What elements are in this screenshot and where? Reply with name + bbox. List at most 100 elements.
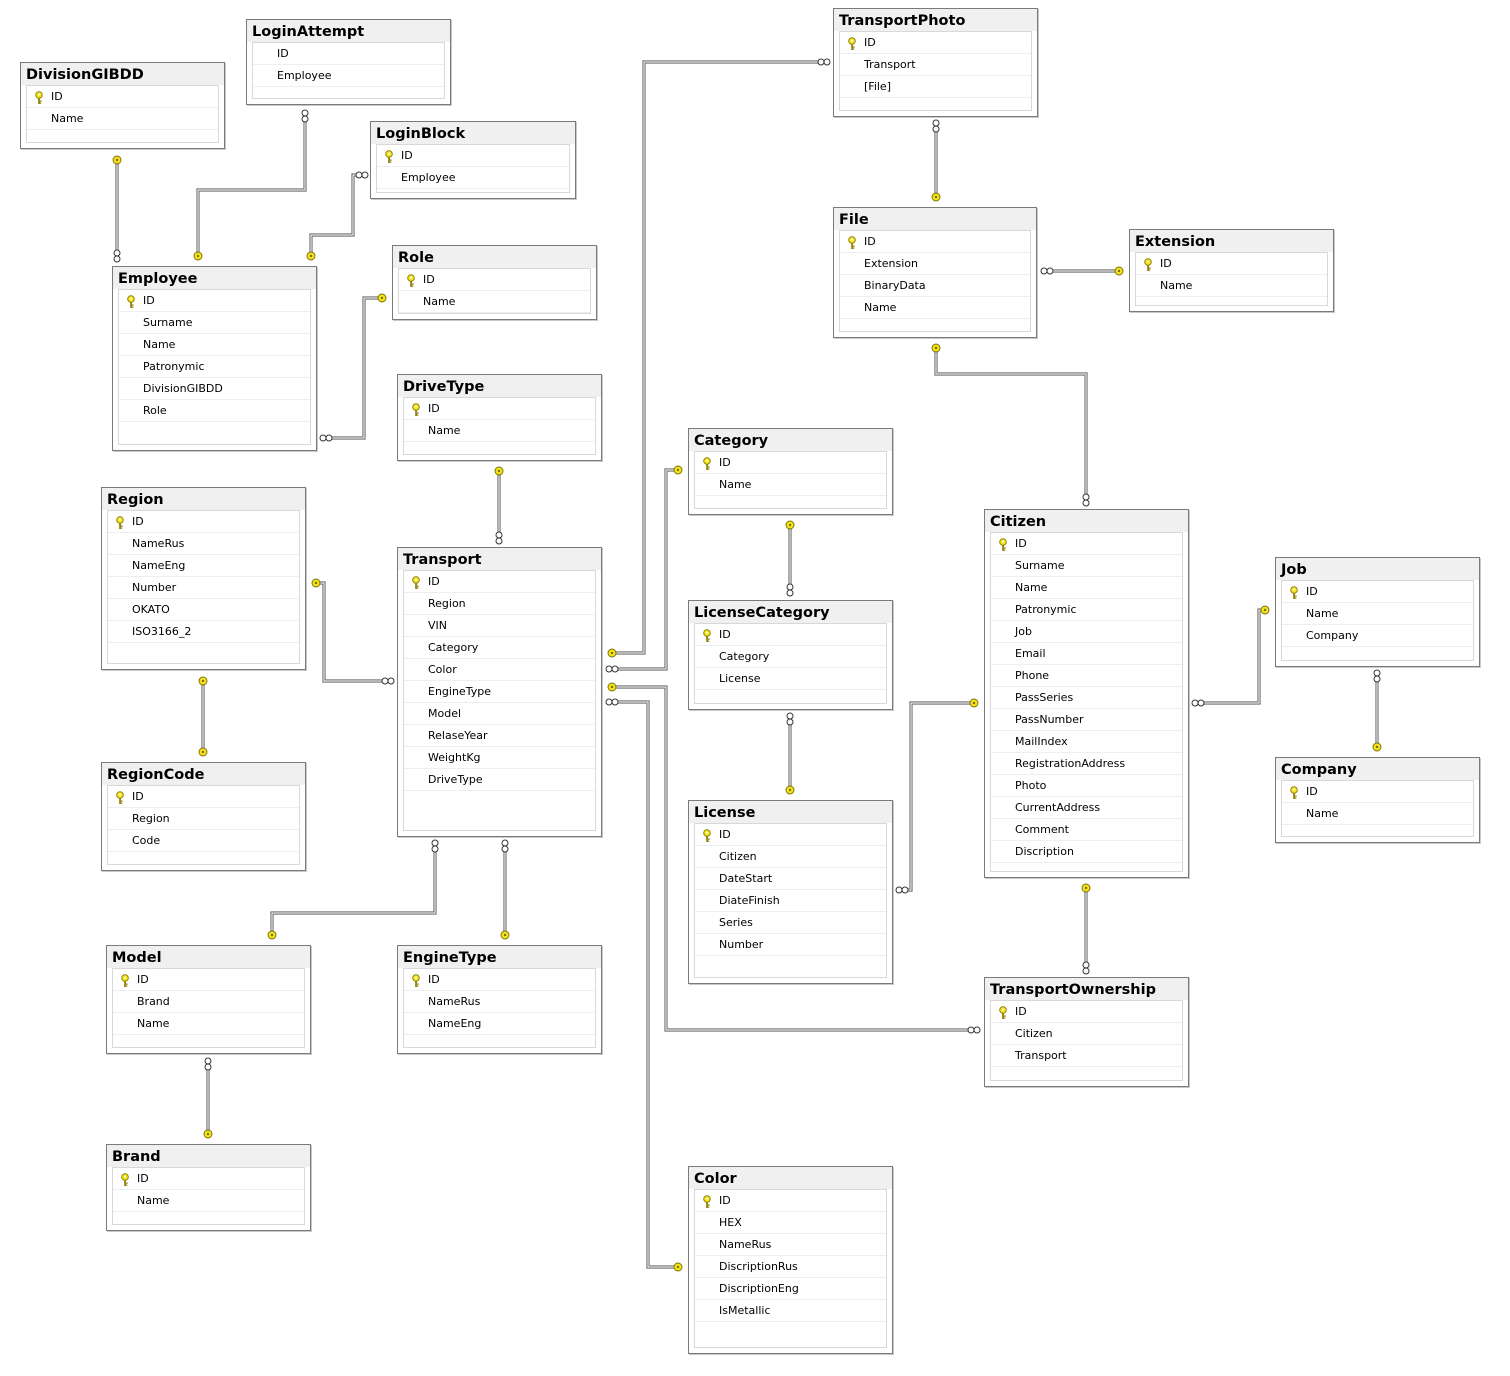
rel-citizen-transportownership[interactable] [1081,883,1091,975]
role-column-row[interactable]: Name [399,291,590,313]
rel-divisiongibdd-employee[interactable] [112,155,122,263]
rel-region-regioncode[interactable] [198,676,208,757]
model-column-row[interactable]: Name [113,1013,304,1035]
citizen-column-row[interactable]: PassNumber [991,709,1182,731]
licensecategory-column-row[interactable]: Category [695,646,886,668]
citizen-column-row[interactable]: Name [991,577,1182,599]
rel-region-transport[interactable] [311,578,395,685]
rel-job-citizen[interactable] [1191,605,1270,707]
employee-column-row[interactable]: Role [119,400,310,422]
transport-column-row[interactable]: Category [404,637,595,659]
license-column-row[interactable]: DateStart [695,868,886,890]
color-column-row[interactable]: DiscriptionRus [695,1256,886,1278]
region-column-row[interactable]: NameEng [108,555,299,577]
regioncode-column-row[interactable]: Code [108,830,299,852]
job-column-row[interactable]: ID [1282,581,1473,603]
file-column-row[interactable]: ID [840,231,1030,253]
license-column-row[interactable]: Citizen [695,846,886,868]
rel-transport-transportphoto[interactable] [607,58,831,658]
transport-column-row[interactable]: EngineType [404,681,595,703]
rel-extension-file[interactable] [1040,266,1124,276]
rel-category-transport[interactable] [605,465,683,673]
citizen-column-row[interactable]: Photo [991,775,1182,797]
rel-employee-loginblock[interactable] [306,171,369,261]
color-column-row[interactable]: IsMetallic [695,1300,886,1322]
enginetype-column-row[interactable]: NameRus [404,991,595,1013]
role-column-row[interactable]: ID [399,269,590,291]
citizen-column-row[interactable]: PassSeries [991,687,1182,709]
file-column-row[interactable]: Extension [840,253,1030,275]
drivetype-column-row[interactable]: Name [404,420,595,442]
company-column-row[interactable]: ID [1282,781,1473,803]
company-column-row[interactable]: Name [1282,803,1473,825]
extension-column-row[interactable]: Name [1136,275,1327,297]
citizen-column-row[interactable]: CurrentAddress [991,797,1182,819]
category-column-row[interactable]: ID [695,452,886,474]
region-column-row[interactable]: Number [108,577,299,599]
loginblock-column-row[interactable]: ID [377,145,569,167]
transport-column-row[interactable]: WeightKg [404,747,595,769]
citizen-column-row[interactable]: Discription [991,841,1182,863]
regioncode-column-row[interactable]: Region [108,808,299,830]
model-column-row[interactable]: Brand [113,991,304,1013]
color-column-row[interactable]: DiscriptionEng [695,1278,886,1300]
license-column-row[interactable]: Series [695,912,886,934]
region-column-row[interactable]: ID [108,511,299,533]
region-column-row[interactable]: ISO3166_2 [108,621,299,643]
rel-category-licensecategory[interactable] [785,520,795,597]
rel-file-citizen[interactable] [931,343,1090,507]
job-column-row[interactable]: Company [1282,625,1473,647]
licensecategory-column-row[interactable]: ID [695,624,886,646]
licensecategory-column-row[interactable]: License [695,668,886,690]
citizen-column-row[interactable]: Patronymic [991,599,1182,621]
transportphoto-column-row[interactable]: ID [840,32,1031,54]
transportownership-column-row[interactable]: Transport [991,1045,1182,1067]
brand-column-row[interactable]: Name [113,1190,304,1212]
model-column-row[interactable]: ID [113,969,304,991]
rel-brand-model[interactable] [203,1057,213,1139]
employee-column-row[interactable]: Name [119,334,310,356]
citizen-column-row[interactable]: MailIndex [991,731,1182,753]
color-column-row[interactable]: ID [695,1190,886,1212]
rel-company-job[interactable] [1372,669,1382,752]
rel-model-transport[interactable] [267,839,439,940]
rel-drivetype-transport[interactable] [494,466,504,545]
transportphoto-column-row[interactable]: [File] [840,76,1031,98]
enginetype-column-row[interactable]: NameEng [404,1013,595,1035]
rel-transport-transportownership[interactable] [607,682,981,1034]
employee-column-row[interactable]: Patronymic [119,356,310,378]
file-column-row[interactable]: Name [840,297,1030,319]
citizen-column-row[interactable]: Comment [991,819,1182,841]
loginattempt-column-row[interactable]: ID [253,43,444,65]
loginblock-column-row[interactable]: Employee [377,167,569,189]
divisiongibdd-column-row[interactable]: ID [27,86,218,108]
license-column-row[interactable]: Number [695,934,886,956]
region-column-row[interactable]: NameRus [108,533,299,555]
transport-column-row[interactable]: VIN [404,615,595,637]
drivetype-column-row[interactable]: ID [404,398,595,420]
citizen-column-row[interactable]: RegistrationAddress [991,753,1182,775]
rel-role-employee[interactable] [319,293,387,442]
transport-column-row[interactable]: RelaseYear [404,725,595,747]
license-column-row[interactable]: DiateFinish [695,890,886,912]
transportownership-column-row[interactable]: ID [991,1001,1182,1023]
loginattempt-column-row[interactable]: Employee [253,65,444,87]
job-column-row[interactable]: Name [1282,603,1473,625]
